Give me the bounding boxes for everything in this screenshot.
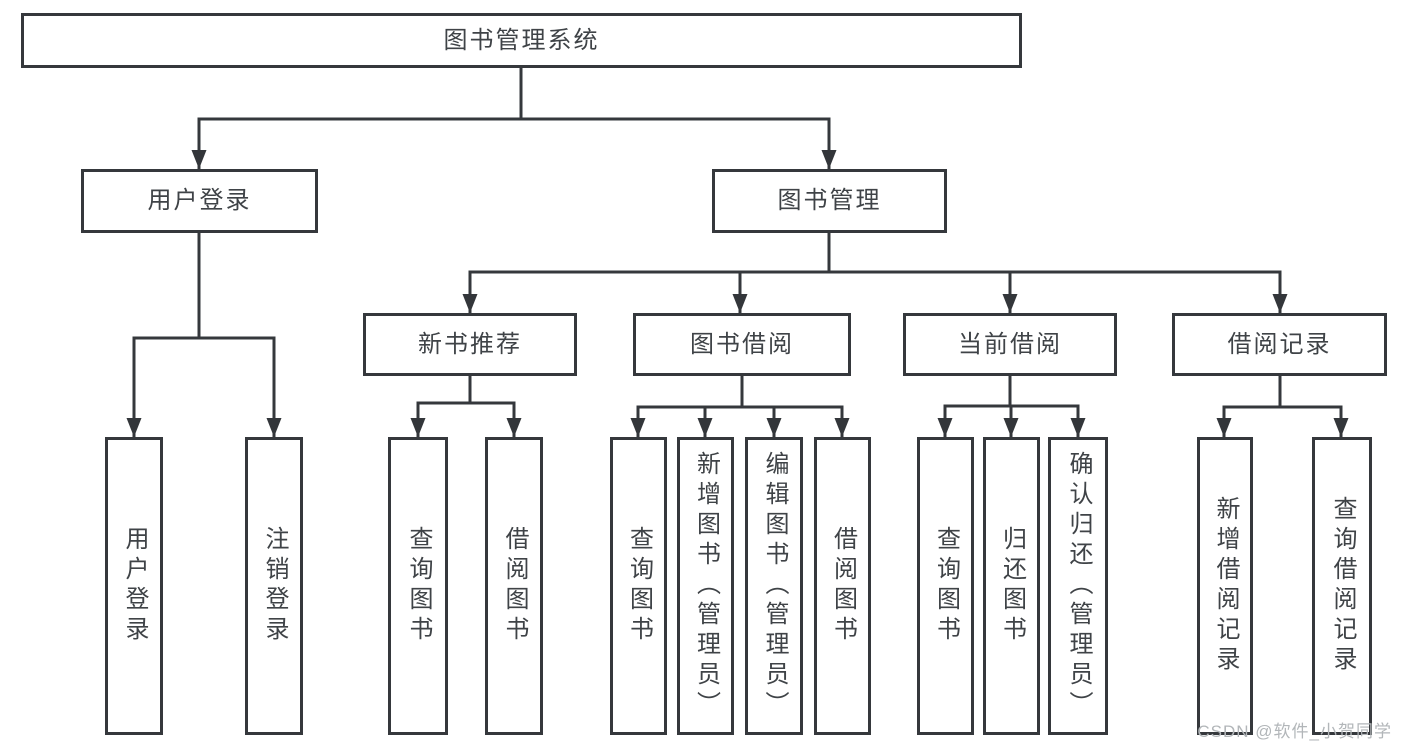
connector-root-to-level2 <box>197 68 831 169</box>
connector-records-to-leaves <box>1222 376 1343 437</box>
leaf-label: 查询图书 <box>405 526 432 646</box>
leaf-label: 确认归还（管理员） <box>1065 451 1092 721</box>
arrowhead <box>732 294 748 313</box>
node-label: 用户登录 <box>147 187 252 214</box>
arrowhead <box>937 418 953 437</box>
connector-bookborrow-to-leaves <box>636 376 844 437</box>
node-library-system: 图书管理系统 <box>21 13 1022 68</box>
arrowhead <box>462 294 478 313</box>
node-current-borrowing: 当前借阅 <box>903 313 1117 376</box>
leaf-label: 注销登录 <box>261 526 288 646</box>
arrowhead <box>766 418 782 437</box>
node-book-management: 图书管理 <box>712 169 947 233</box>
leaf-bb-borrow-books: 借阅图书 <box>814 437 871 735</box>
leaf-user-login: 用户登录 <box>105 437 163 735</box>
connector-newbook-to-leaves <box>416 376 516 437</box>
leaf-bb-add-book-admin: 新增图书（管理员） <box>677 437 734 735</box>
arrowhead <box>1002 294 1018 313</box>
node-label: 图书借阅 <box>690 330 794 358</box>
arrowhead <box>834 418 850 437</box>
leaf-label: 编辑图书（管理员） <box>761 451 788 721</box>
leaf-label: 新增借阅记录 <box>1212 496 1239 676</box>
leaf-cb-query-books: 查询图书 <box>917 437 974 735</box>
arrowhead <box>1272 294 1288 313</box>
arrowhead <box>697 418 713 437</box>
node-label: 借阅记录 <box>1227 330 1332 358</box>
leaf-label: 借阅图书 <box>829 526 857 646</box>
node-label: 新书推荐 <box>418 330 522 358</box>
arrowhead <box>1003 418 1019 437</box>
node-borrowing-records: 借阅记录 <box>1172 313 1387 376</box>
leaf-bb-edit-book-admin: 编辑图书（管理员） <box>745 437 803 735</box>
arrowhead <box>821 150 837 169</box>
arrowhead <box>410 418 426 437</box>
leaf-label: 查询图书 <box>932 526 960 646</box>
arrowhead <box>1216 418 1232 437</box>
node-label: 图书管理系统 <box>443 26 600 54</box>
leaf-label: 新增图书（管理员） <box>692 451 720 721</box>
watermark: CSDN @软件_小贺同学 <box>1197 722 1392 741</box>
leaf-label: 用户登录 <box>121 526 148 646</box>
leaf-nb-query-books: 查询图书 <box>388 437 448 735</box>
leaf-label: 查询借阅记录 <box>1329 496 1356 676</box>
connector-userlogin-to-leaves <box>132 232 276 437</box>
leaf-label: 查询图书 <box>625 526 653 646</box>
arrowhead <box>1333 418 1349 437</box>
leaf-br-query-record: 查询借阅记录 <box>1312 437 1372 735</box>
leaf-br-add-record: 新增借阅记录 <box>1197 437 1253 735</box>
leaf-cb-confirm-return-admin: 确认归还（管理员） <box>1048 437 1108 735</box>
node-book-borrowing: 图书借阅 <box>633 313 851 376</box>
node-label: 当前借阅 <box>958 330 1062 358</box>
arrowhead <box>1070 418 1086 437</box>
connector-bookmgmt-to-level3 <box>468 233 1282 313</box>
leaf-label: 归还图书 <box>998 526 1026 646</box>
arrowhead <box>126 418 142 437</box>
node-new-book-recommendation: 新书推荐 <box>363 313 577 376</box>
arrowhead <box>266 418 282 437</box>
node-label: 图书管理 <box>777 187 882 214</box>
leaf-cb-return-books: 归还图书 <box>983 437 1040 735</box>
leaf-nb-borrow-books: 借阅图书 <box>485 437 543 735</box>
leaf-bb-query-books: 查询图书 <box>610 437 667 735</box>
arrowhead <box>506 418 522 437</box>
leaf-logout: 注销登录 <box>245 437 303 735</box>
node-user-login: 用户登录 <box>81 169 318 233</box>
arrowhead <box>191 150 207 169</box>
arrowhead <box>630 418 646 437</box>
leaf-label: 借阅图书 <box>501 526 528 646</box>
